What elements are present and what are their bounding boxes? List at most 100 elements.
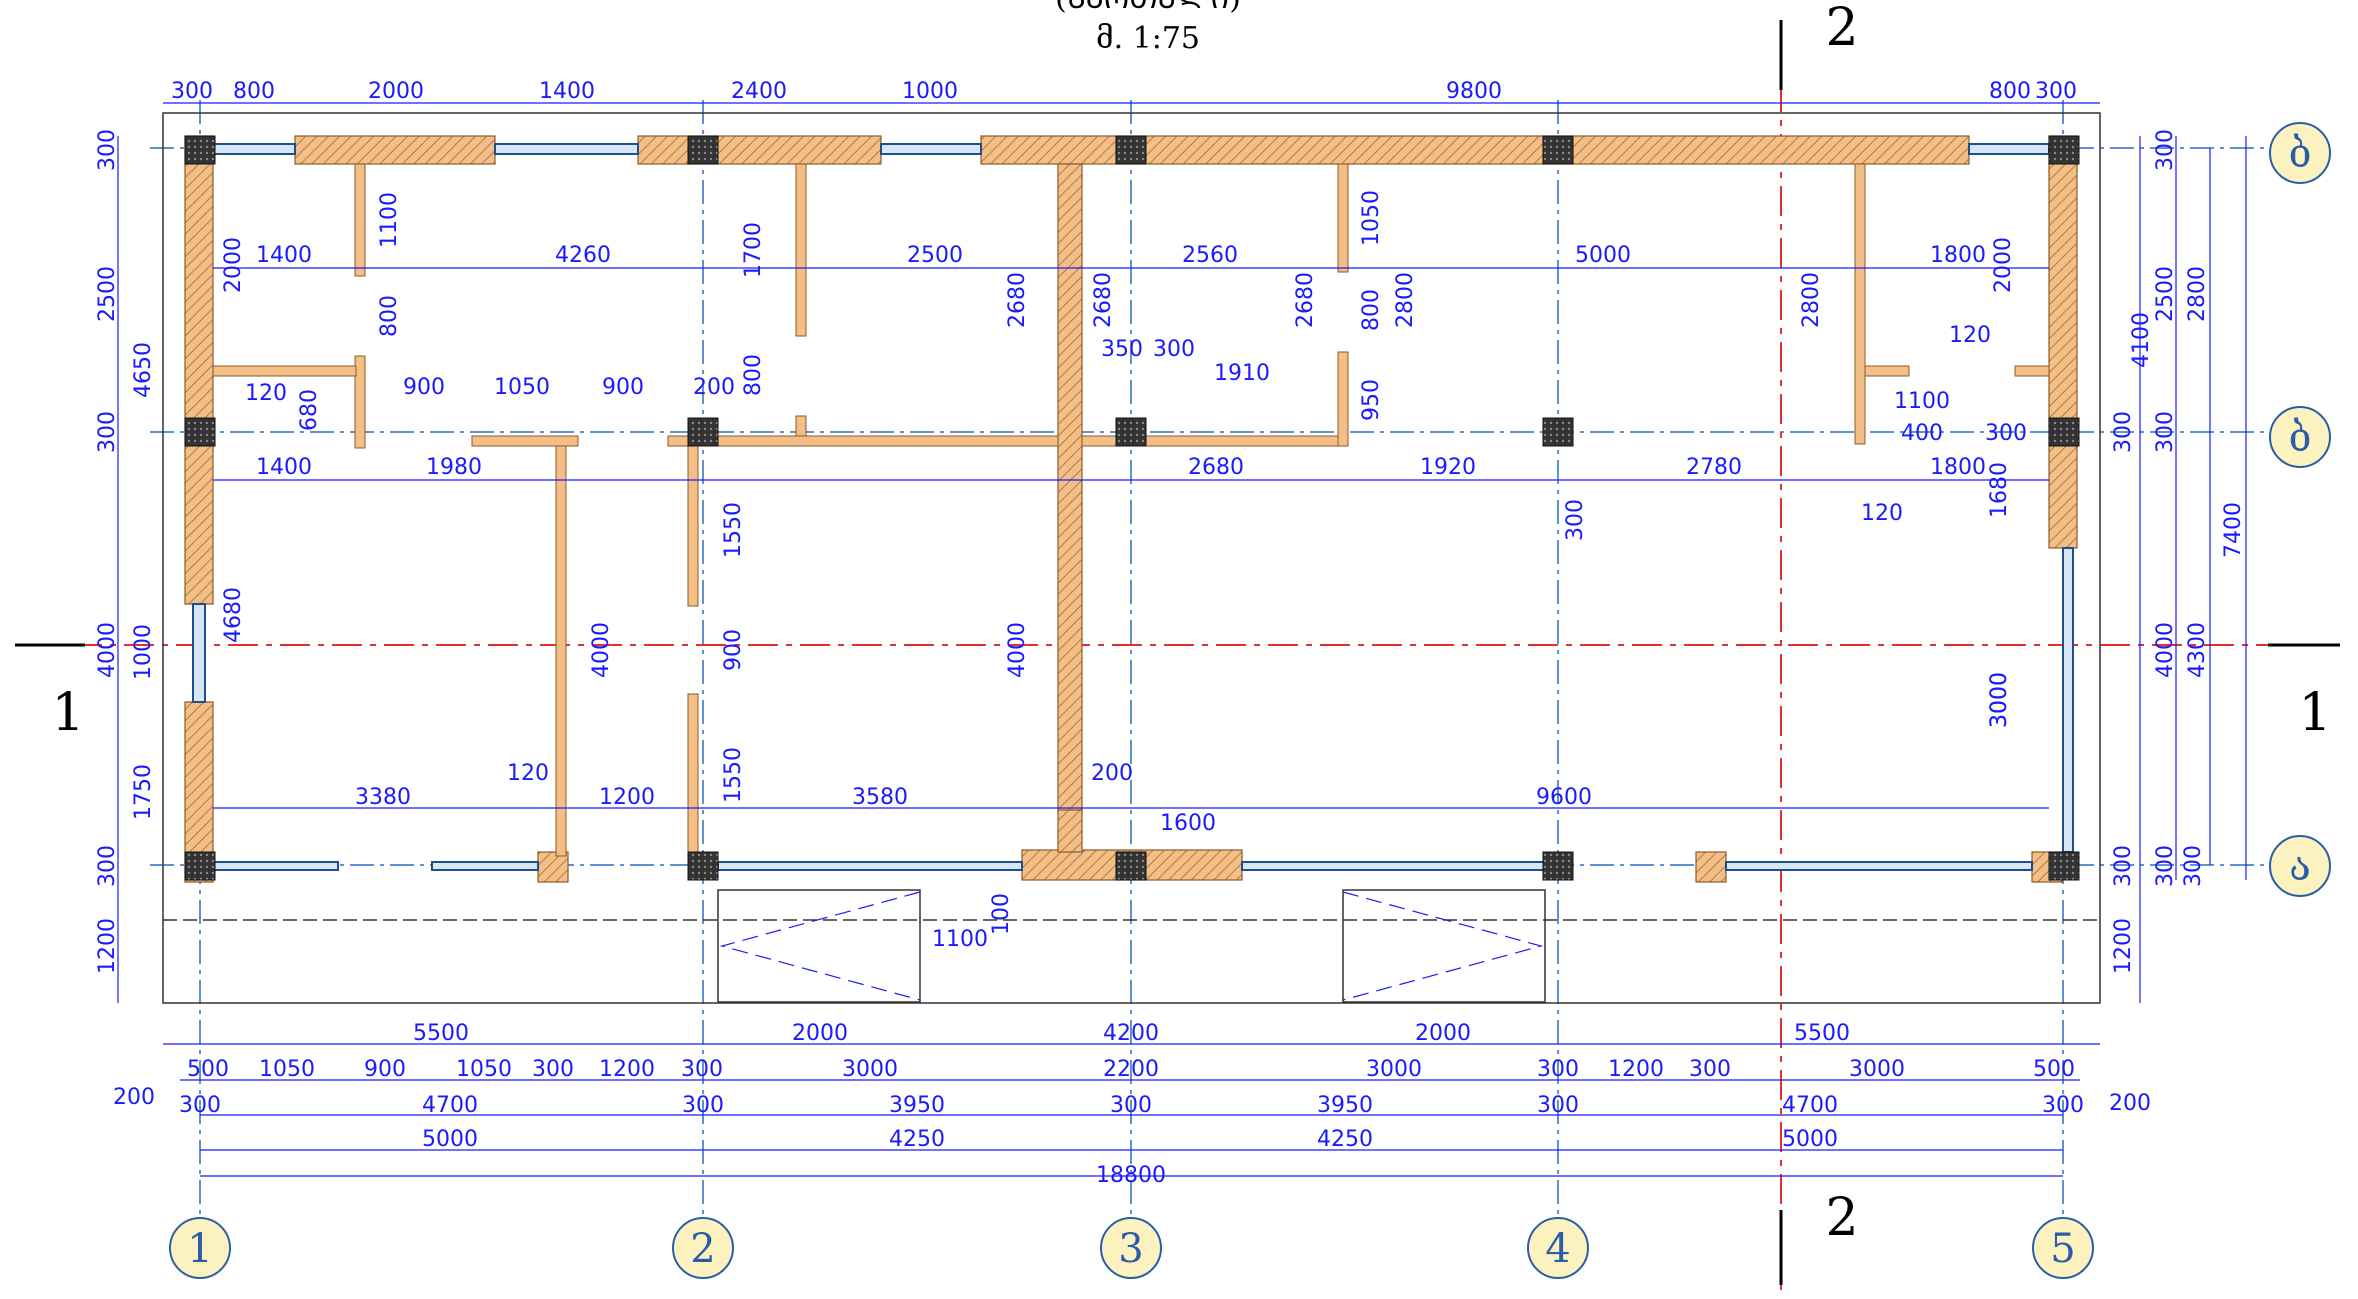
dim-b2-5: 1200 bbox=[599, 1057, 655, 1082]
dim-int-19: 120 bbox=[245, 381, 287, 406]
dim-int-39: 1680 bbox=[1987, 462, 2012, 518]
dim-int-9: 1700 bbox=[741, 222, 766, 278]
dim-int-25: 350 bbox=[1101, 337, 1143, 362]
dim-int-43: 4000 bbox=[589, 622, 614, 678]
dim-left-8: 1750 bbox=[131, 764, 156, 820]
dim-int-12: 2680 bbox=[1091, 272, 1116, 328]
dim-right-8: 4300 bbox=[2185, 622, 2210, 678]
dim-int-57: 1100 bbox=[932, 927, 988, 952]
section-1-right: 1 bbox=[2298, 683, 2331, 743]
dim-int-34: 1980 bbox=[426, 455, 482, 480]
dim-int-52: 3580 bbox=[852, 785, 908, 810]
dim-left-4: 300 bbox=[95, 845, 120, 887]
section-1-left: 1 bbox=[51, 683, 84, 743]
dim-int-56: 100 bbox=[989, 893, 1014, 935]
dim-b2-7: 3000 bbox=[842, 1057, 898, 1082]
dim-b2-6: 300 bbox=[681, 1057, 723, 1082]
dim-b2-8: 2200 bbox=[1103, 1057, 1159, 1082]
dim-right-10: 300 bbox=[2111, 845, 2136, 887]
dim-int-27: 1910 bbox=[1214, 361, 1270, 386]
windows bbox=[192, 143, 2074, 871]
dim-right-3: 300 bbox=[2181, 845, 2206, 887]
dim-b3-6: 300 bbox=[1537, 1093, 1579, 1118]
dim-top-7: 800 bbox=[1989, 79, 2031, 104]
dim-int-42: 4680 bbox=[221, 587, 246, 643]
dim-b2-2: 900 bbox=[364, 1057, 406, 1082]
dim-b2-10: 300 bbox=[1537, 1057, 1579, 1082]
dim-int-55: 1600 bbox=[1160, 811, 1216, 836]
dim-b4-1: 4250 bbox=[889, 1127, 945, 1152]
dim-left-1: 2500 bbox=[95, 266, 120, 322]
dim-int-44: 1550 bbox=[721, 502, 746, 558]
building-outline bbox=[162, 112, 2101, 1004]
dim-right-11: 300 bbox=[2111, 411, 2136, 453]
dim-int-11: 2680 bbox=[1005, 272, 1030, 328]
dimension-chain-bottom-2: 500 1050 900 1050 300 1200 300 3000 2200 3000 300 1… bbox=[187, 1057, 2075, 1082]
dim-b3-4: 300 bbox=[1110, 1093, 1152, 1118]
dim-int-26: 300 bbox=[1153, 337, 1195, 362]
dim-left-6: 4650 bbox=[131, 342, 156, 398]
dim-int-5: 1800 bbox=[1930, 243, 1986, 268]
axis-label-col-5: 5 bbox=[2050, 1226, 2075, 1272]
dim-int-54: 9600 bbox=[1536, 785, 1592, 810]
dim-int-38: 1800 bbox=[1930, 455, 1986, 480]
dim-b2-0: 500 bbox=[187, 1057, 229, 1082]
dim-int-10: 800 bbox=[741, 354, 766, 396]
dim-int-35: 2680 bbox=[1188, 455, 1244, 480]
dim-b4-2: 4250 bbox=[1317, 1127, 1373, 1152]
dimension-corner-left: 200 bbox=[113, 1085, 155, 1110]
dim-b3-7: 4700 bbox=[1782, 1093, 1838, 1118]
dim-b2-1: 1050 bbox=[259, 1057, 315, 1082]
dim-b3-0: 300 bbox=[179, 1093, 221, 1118]
dim-int-1: 4260 bbox=[555, 243, 611, 268]
dim-int-32: 300 bbox=[1985, 421, 2027, 446]
entrance-platforms bbox=[717, 889, 1546, 1003]
drawing-scale: მ. 1:75 bbox=[1096, 21, 1200, 56]
dim-int-37: 2780 bbox=[1686, 455, 1742, 480]
dim-top-1: 800 bbox=[233, 79, 275, 104]
axis-label-col-3: 3 bbox=[1118, 1226, 1143, 1272]
dim-b2-11: 1200 bbox=[1608, 1057, 1664, 1082]
dim-int-7: 2000 bbox=[221, 237, 246, 293]
dim-int-13: 2680 bbox=[1293, 272, 1318, 328]
dim-int-49: 120 bbox=[507, 761, 549, 786]
drawing-title-partial: (ᲡᲐᲠᲗᲣᲚᲘ) bbox=[1055, 0, 1241, 16]
dim-b2-9: 3000 bbox=[1366, 1057, 1422, 1082]
dim-int-4: 5000 bbox=[1575, 243, 1631, 268]
axis-label-col-2: 2 bbox=[690, 1226, 715, 1272]
dim-left-5: 1200 bbox=[95, 918, 120, 974]
dim-int-50: 3380 bbox=[355, 785, 411, 810]
dim-right-7: 4000 bbox=[2153, 622, 2178, 678]
dim-b3-8: 300 bbox=[2042, 1093, 2084, 1118]
dim-int-23: 900 bbox=[602, 375, 644, 400]
dim-int-20: 680 bbox=[297, 389, 322, 431]
dim-right-1: 300 bbox=[2153, 411, 2178, 453]
dim-right-12: 1200 bbox=[2111, 918, 2136, 974]
dim-b3-5: 3950 bbox=[1317, 1093, 1373, 1118]
dim-int-0: 1400 bbox=[256, 243, 312, 268]
dim-left-7: 1000 bbox=[131, 624, 156, 680]
dim-int-24: 200 bbox=[693, 375, 735, 400]
dim-int-48: 3000 bbox=[1987, 672, 2012, 728]
dim-b2-12: 300 bbox=[1689, 1057, 1731, 1082]
dim-b2-13: 3000 bbox=[1849, 1057, 1905, 1082]
axis-label-col-4: 4 bbox=[1545, 1226, 1570, 1272]
dim-b2-3: 1050 bbox=[456, 1057, 512, 1082]
dim-b4-3: 5000 bbox=[1782, 1127, 1838, 1152]
dimension-corner-right: 200 bbox=[2109, 1091, 2151, 1116]
dim-left-3: 4000 bbox=[95, 622, 120, 678]
dim-int-3: 2560 bbox=[1182, 243, 1238, 268]
dim-b2-14: 500 bbox=[2033, 1057, 2075, 1082]
dim-right-13: 7400 bbox=[2221, 502, 2246, 558]
dim-top-2: 2000 bbox=[368, 79, 424, 104]
dim-right-0: 300 bbox=[2153, 129, 2178, 171]
dim-top-5: 1000 bbox=[902, 79, 958, 104]
platform-markings bbox=[719, 891, 1544, 1001]
dim-int-40: 300 bbox=[1563, 499, 1588, 541]
